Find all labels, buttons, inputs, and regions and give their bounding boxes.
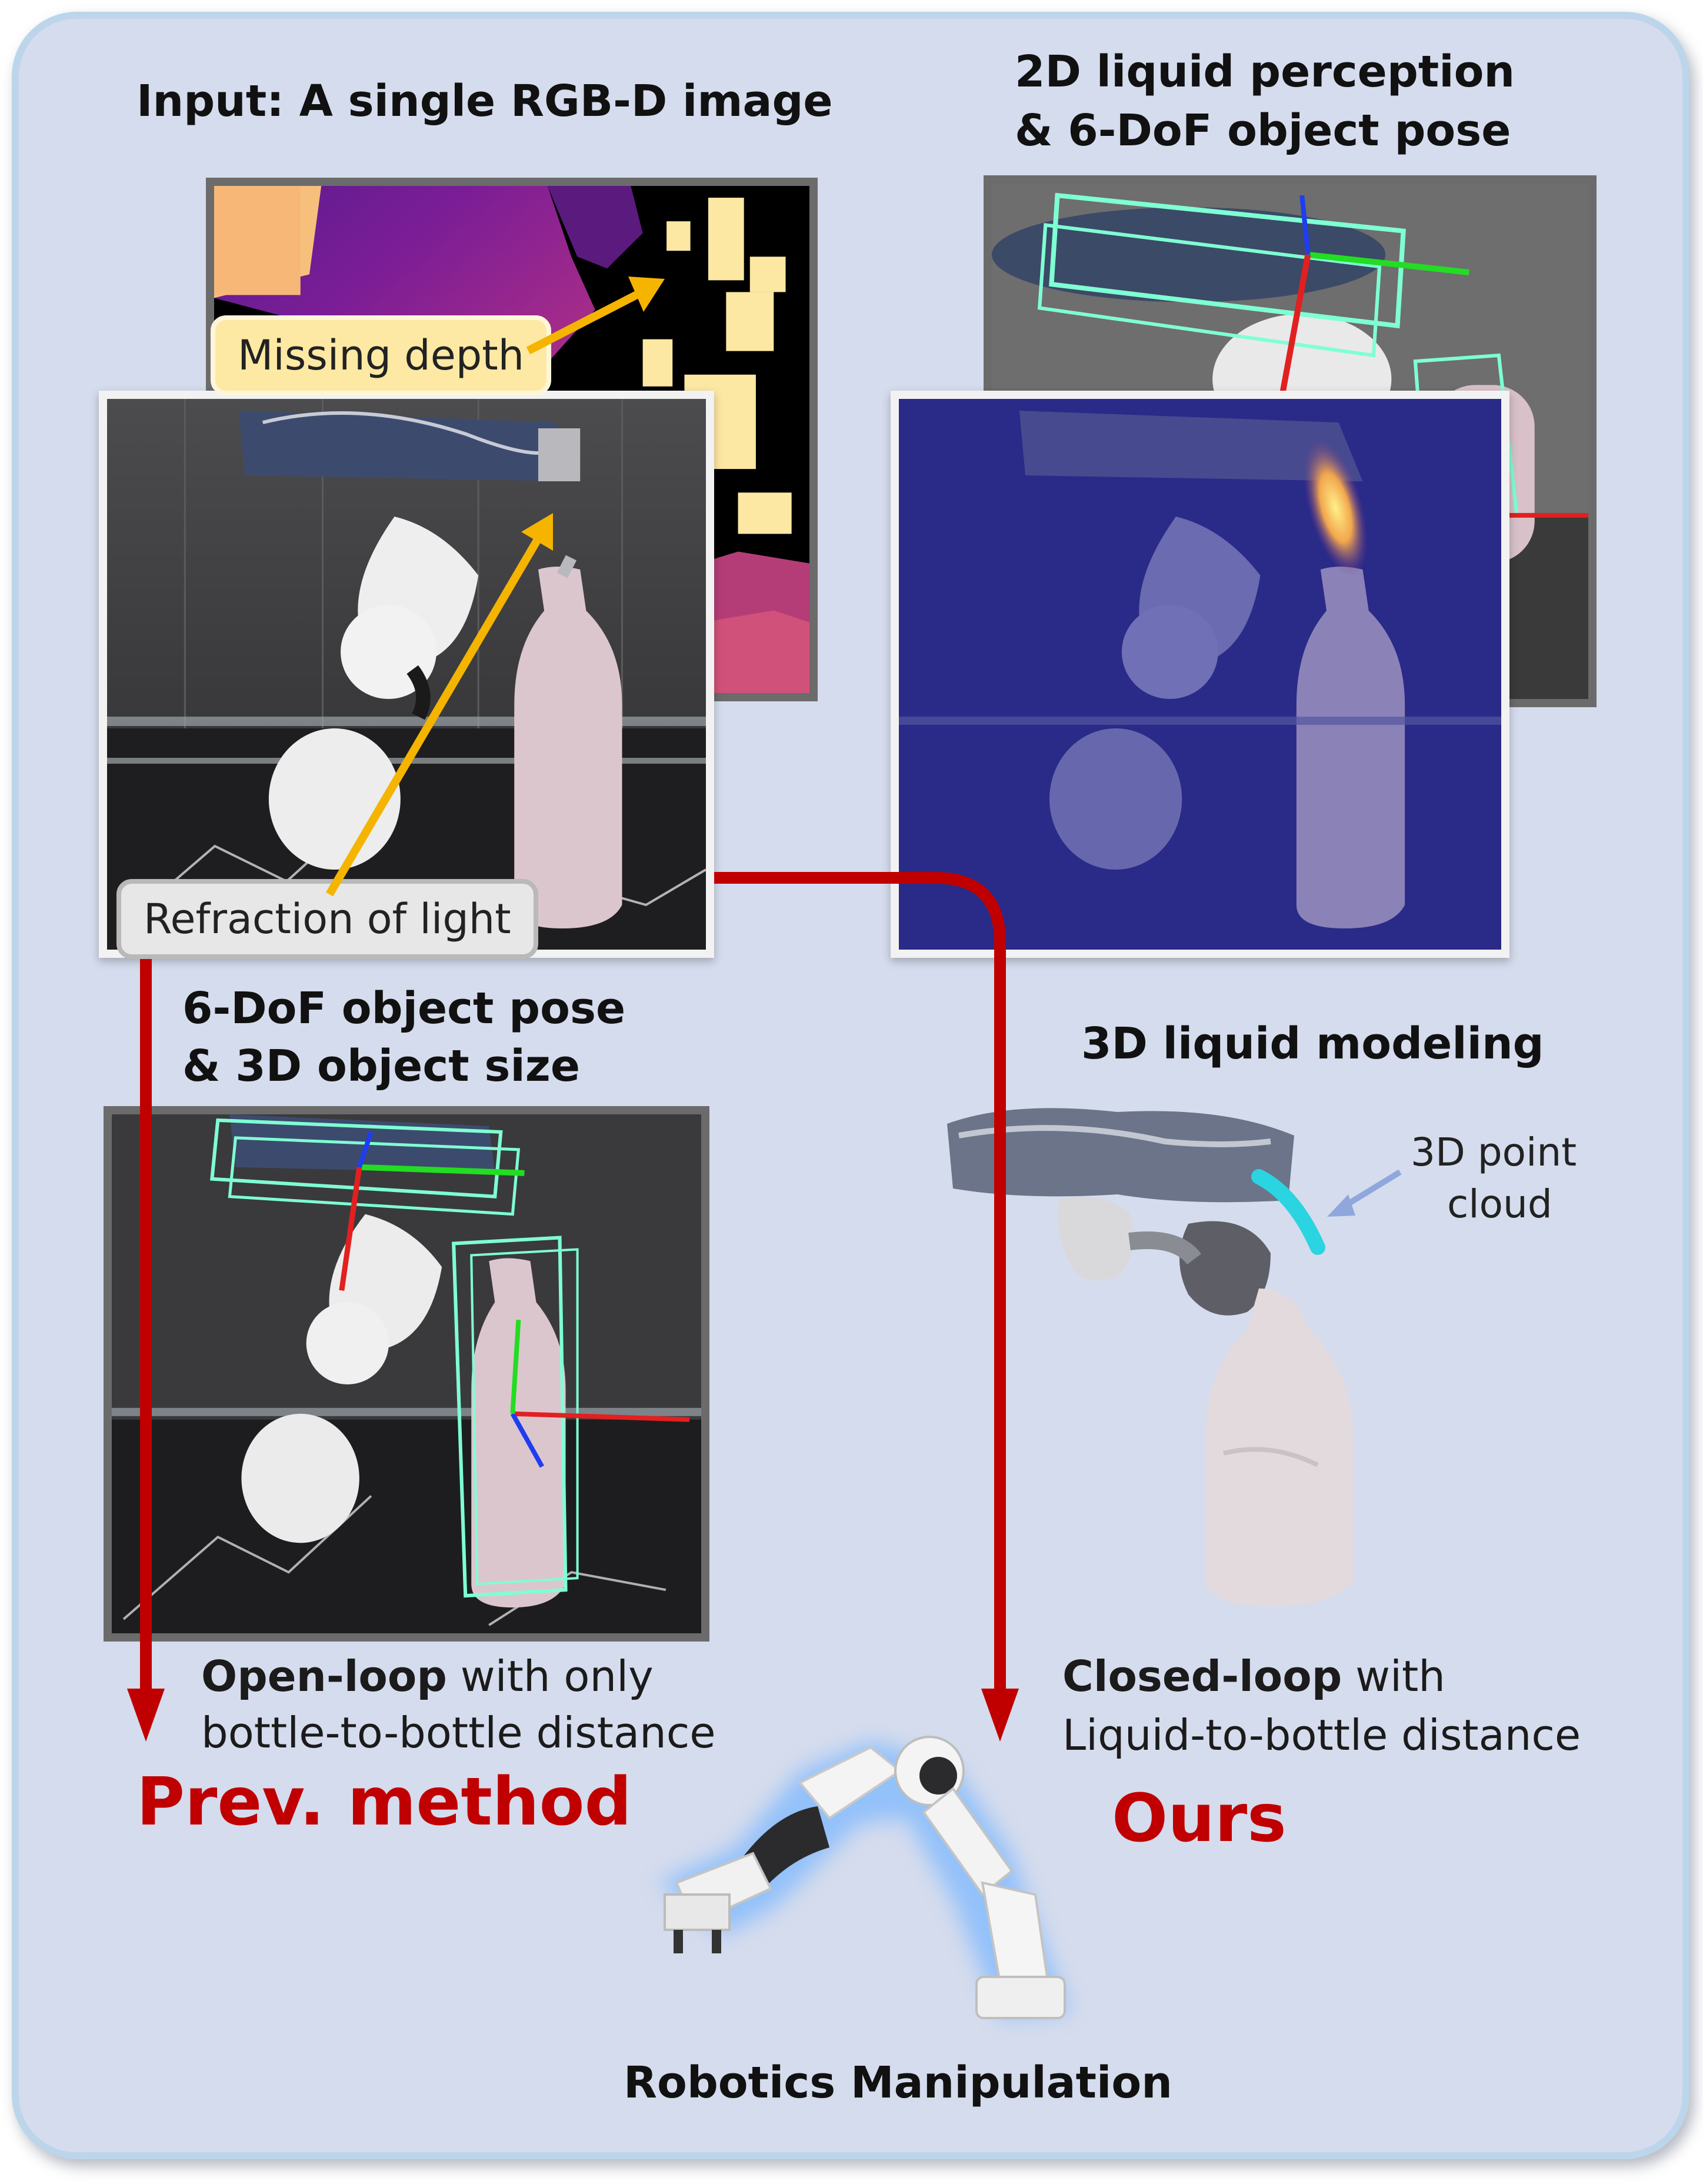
perception-heading-line1: 2D liquid perception [1015, 46, 1515, 97]
prev-method-pose-image [104, 1106, 709, 1642]
liquid-modeling-heading: 3D liquid modeling [1081, 1018, 1544, 1069]
closed-loop-rest: with [1342, 1652, 1445, 1701]
input-heading: Input: A single RGB-D image [136, 76, 833, 126]
open-loop-caption-line1: Open-loop with only [201, 1647, 654, 1705]
closed-loop-caption-line1: Closed-loop with [1062, 1647, 1445, 1705]
pose-heading-line1: 6-DoF object pose [182, 983, 626, 1034]
robotics-manipulation-label: Robotics Manipulation [624, 2058, 1172, 2108]
pose-heading-line2: & 3D object size [182, 1041, 581, 1091]
open-loop-rest: with only [446, 1652, 654, 1701]
open-loop-caption-line2: bottle-to-bottle distance [201, 1708, 716, 1757]
robot-arm-icon [624, 1706, 1100, 2059]
liquid-perception-image [891, 391, 1509, 958]
rgb-input-image [99, 391, 714, 958]
closed-loop-strong: Closed-loop [1062, 1652, 1342, 1701]
ours-title: Ours [1112, 1780, 1287, 1857]
open-loop-strong: Open-loop [201, 1652, 447, 1701]
missing-depth-callout: Missing depth [211, 315, 552, 395]
prev-method-title: Prev. method [136, 1764, 632, 1840]
point-cloud-label-line1: 3D point [1411, 1130, 1577, 1175]
perception-heading-line2: & 6-DoF object pose [1015, 105, 1511, 156]
refraction-callout: Refraction of light [116, 879, 538, 959]
closed-loop-caption-line2: Liquid-to-bottle distance [1062, 1710, 1581, 1760]
point-cloud-image [941, 1100, 1388, 1612]
point-cloud-label-line2: cloud [1447, 1181, 1552, 1227]
